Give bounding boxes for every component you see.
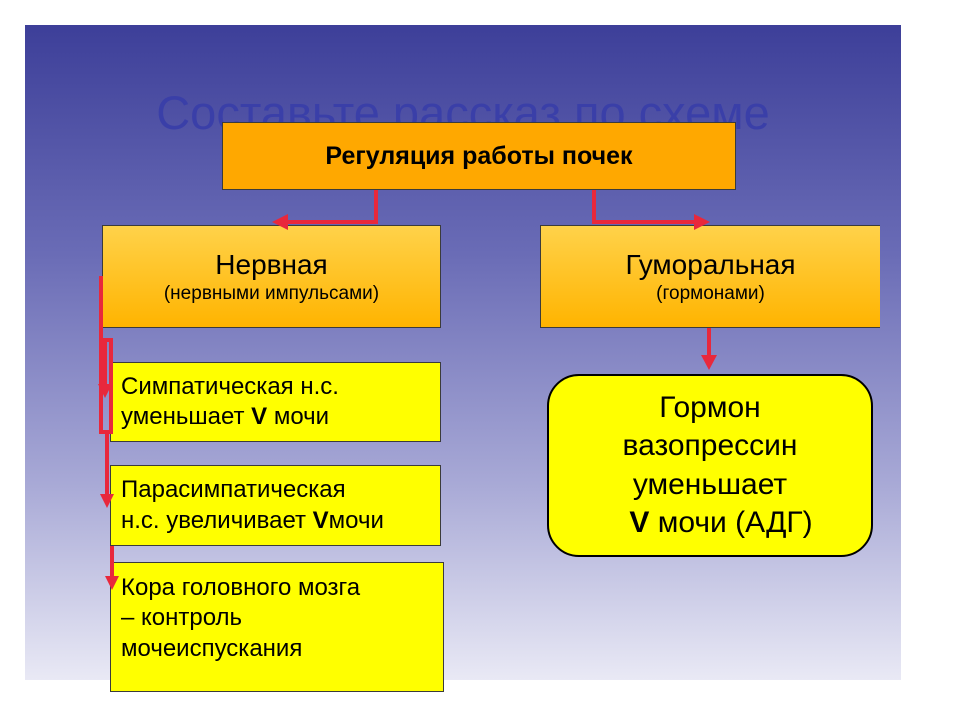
root-box: Регуляция работы почек [222, 122, 736, 190]
sympathetic-line1: Симпатическая н.с. [121, 372, 339, 400]
nervous-sublabel: (нервными импульсами) [163, 283, 380, 305]
humoral-regulation-box: Гуморальная (гормонами) [540, 225, 880, 328]
cortex-line3: мочеиспускания [121, 634, 303, 662]
volume-symbol: V [251, 403, 268, 430]
humoral-label: Гуморальная [625, 249, 796, 281]
volume-symbol: V [312, 506, 329, 534]
nervous-label: Нервная [215, 249, 328, 281]
parasympathetic-line2: н.с. увеличивает Vмочи [121, 506, 384, 534]
root-label: Регуляция работы почек [325, 141, 633, 170]
hormone-line4: V мочи (АДГ) [629, 505, 813, 539]
hormone-box: Гормон вазопрессин уменьшает V мочи (АДГ… [547, 374, 873, 557]
hormone-line2: вазопрессин [622, 429, 798, 463]
nervous-regulation-box: Нервная (нервными импульсами) [102, 225, 441, 328]
sympathetic-box: Симпатическая н.с. уменьшает V мочи [110, 362, 441, 442]
cortex-line2: – контроль [121, 604, 243, 632]
hormone-line1: Гормон [659, 390, 761, 424]
hormone-line3: уменьшает [632, 467, 788, 501]
volume-symbol: V [629, 505, 650, 539]
parasympathetic-line1: Парасимпатическая [121, 476, 346, 504]
sympathetic-line2: уменьшает V мочи [121, 403, 330, 430]
parasympathetic-box: Парасимпатическая н.с. увеличивает Vмочи [110, 465, 441, 546]
cortex-line1: Кора головного мозга [121, 574, 361, 601]
cortex-box: Кора головного мозга – контроль мочеиспу… [110, 562, 444, 692]
humoral-sublabel: (гормонами) [656, 283, 765, 305]
